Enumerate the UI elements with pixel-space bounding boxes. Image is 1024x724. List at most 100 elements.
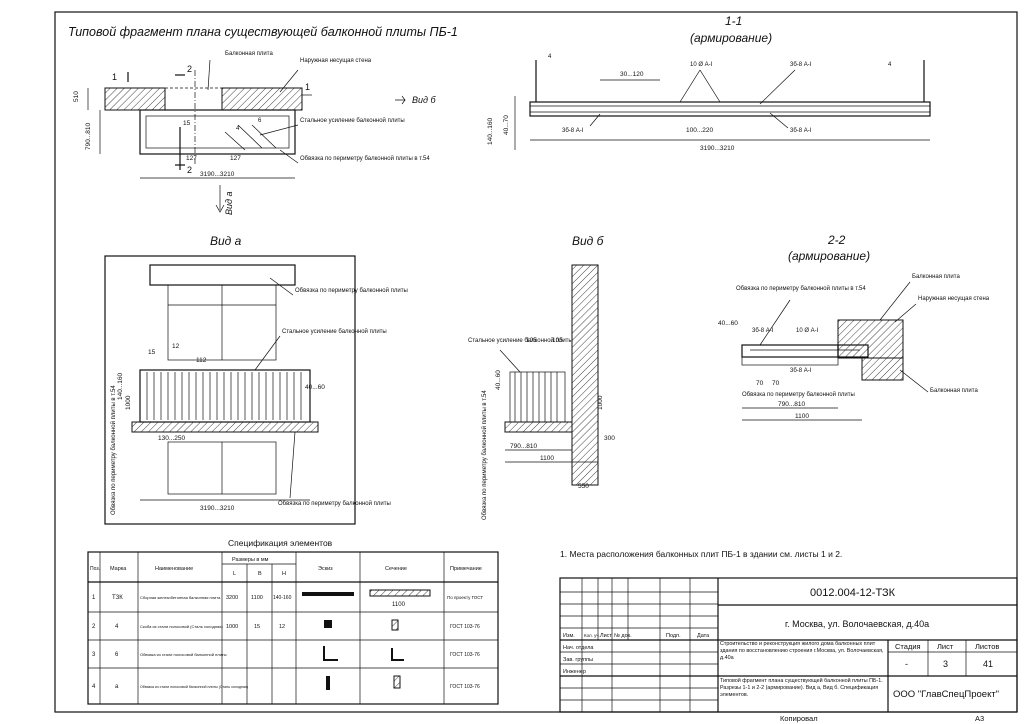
sec22-label-wall: Наружная несущая стена	[918, 296, 990, 302]
vida-label-frame-side: Обвязка по периметру балконной плиты в т…	[110, 385, 117, 515]
plan-dim-127b: 127	[230, 155, 241, 162]
sec11-dim-30-120: 30...120	[620, 71, 644, 78]
sec22-rebar-3: 3б-8 А-I	[790, 368, 812, 374]
vidb-dim-1100: 1100	[540, 455, 554, 462]
spec-cell: 2	[92, 624, 96, 630]
note-1: 1. Места расположения балконных плит ПБ-…	[560, 549, 842, 559]
vida-dim-130: 130...250	[158, 435, 185, 442]
spec-cell: 1100	[392, 602, 406, 608]
format-label: А3	[975, 714, 984, 723]
copied-label: Копировал	[780, 714, 818, 723]
vida-title: Вид а	[210, 234, 242, 248]
stamp-desc2: Типовой фрагмент плана существующей балк…	[720, 678, 883, 698]
sec22-rebar-1: 3б-8 А-I	[752, 328, 774, 334]
stamp-sheet-h: Лист	[937, 642, 954, 651]
plan-title: Типовой фрагмент плана существующей балк…	[68, 25, 458, 39]
sec22-dim-790: 790...810	[778, 401, 805, 408]
spec-cell: Сборная железобетонная балконная плита	[140, 595, 221, 600]
vida-label-frame-top: Обвязка по периметру балконной плиты	[295, 287, 408, 294]
plan-label-clips: Стальное усиление балконной плиты	[300, 117, 405, 124]
stamp-code: 0012.004-12-ТЗК	[810, 587, 896, 599]
spec-cell: 3	[92, 652, 96, 658]
sec11-dim-40-70: 40...70	[503, 115, 510, 135]
spec-cell: 1	[92, 595, 96, 601]
spec-title: Спецификация элементов	[228, 538, 333, 548]
title-block: 0012.004-12-ТЗК г. Москва, ул. Волочаевс…	[559, 577, 1018, 713]
balustrade-bars	[146, 372, 302, 420]
sec22-title: 2-2	[827, 233, 846, 247]
sec11-rebar-bot2: 3б-8 А-I	[790, 128, 812, 134]
spec-cell: ГОСТ 103-76	[450, 652, 480, 658]
section-1-1: 1-1 (армирование) 4 4 3190...3210 30...1…	[487, 14, 931, 152]
sec22-label-frame2: Обвязка по периметру балконной плиты	[742, 391, 855, 398]
stamp-sheets-h: Листов	[975, 642, 999, 651]
spec-h-h: H	[282, 571, 286, 577]
plan-mark-4: 4	[236, 126, 240, 132]
stamp-h-list: Лист	[600, 633, 612, 639]
stamp-sheets: 41	[983, 659, 993, 669]
spec-h-pos: Поз.	[90, 566, 100, 572]
sec11-rebar-top2: 3б-8 А-I	[790, 62, 812, 68]
spec-h-name: Наименование	[155, 566, 193, 572]
stamp-role-1: Нач. отдела	[563, 645, 594, 651]
plan-mark-2a: 2	[187, 64, 192, 74]
sec11-mark-4b: 4	[888, 62, 892, 68]
plan-dim-3190: 3190...3210	[200, 171, 235, 178]
plan-view-b-ref: Вид б	[412, 95, 436, 105]
vida-dim-12: 12	[172, 343, 180, 350]
vidb-bars	[514, 372, 558, 422]
spec-h-note: Примечание	[450, 566, 482, 572]
vidb-label-clips: Стальное усиление балконной плиты	[468, 337, 573, 344]
sec22-label-slab: Балконная плита	[912, 274, 960, 280]
vida-dim-3190: 3190...3210	[200, 505, 235, 512]
sec22-dim-70b: 70	[772, 380, 780, 387]
vidb-dim-790: 790...810	[510, 443, 537, 450]
vidb-dim-550: 550	[578, 483, 589, 490]
stamp-role-2: Зав. группы	[563, 657, 593, 663]
plan-dim-15: 15	[183, 120, 191, 127]
spec-h-b: B	[258, 571, 262, 577]
spec-cell: 1100	[251, 595, 263, 601]
stamp-role-3: Инженер	[563, 669, 586, 675]
section-2-2: 2-2 (армирование) 3б-8 А-I 10 Ø А-I 3б-8…	[718, 233, 990, 421]
sec22-label-slab2: Балконная плита	[930, 388, 978, 394]
spec-cell: По проекту ГОСТ	[447, 595, 483, 600]
spec-h-size: Размеры в мм	[232, 557, 269, 563]
stamp-company: ООО "ГлавСпецПроект"	[893, 689, 999, 700]
stamp-address: г. Москва, ул. Волочаевская, д.40а	[785, 619, 929, 629]
vidb-dim-105b: 105	[552, 337, 563, 344]
sec22-dim-70a: 70	[756, 380, 764, 387]
spec-cell: 3200	[226, 595, 238, 601]
plan-mark-1b: 1	[305, 82, 310, 92]
plan-label-wall: Наружная несущая стена	[300, 58, 372, 64]
spec-cell: ТЗК	[112, 595, 123, 601]
sec11-title: 1-1	[725, 14, 742, 28]
sec22-dim-1100: 1100	[795, 413, 809, 420]
plan-fragment: Типовой фрагмент плана существующей балк…	[68, 25, 458, 215]
sec11-rebar-top: 10 Ø А-I	[690, 62, 713, 68]
vida-dim-40: 40...60	[305, 384, 325, 391]
spec-cell: 4	[92, 684, 96, 690]
plan-mark-1a: 1	[112, 72, 117, 82]
spec-cell: 4	[115, 624, 119, 630]
stamp-h-doc: № док.	[614, 633, 632, 639]
spec-cell: 15	[254, 624, 260, 630]
sec11-rebar-bot1: 3б-8 А-I	[562, 128, 584, 134]
vidb-dim-300: 300	[604, 435, 615, 442]
spec-cell: ГОСТ 103-76	[450, 684, 480, 690]
sec11-dim-3190: 3190...3210	[700, 145, 735, 152]
spec-h-l: L	[233, 571, 236, 577]
stamp-stage: -	[905, 659, 908, 669]
table-row: 1 ТЗК Сборная железобетонная балконная п…	[92, 589, 483, 608]
stamp-h-kol: Кол. уч.	[584, 633, 600, 638]
vida-dim-1000: 1000	[125, 395, 132, 410]
vidb-title: Вид б	[572, 234, 605, 248]
spec-h-sketch: Эскиз	[318, 566, 333, 572]
sec11-dim-140-160: 140...160	[487, 118, 494, 145]
plan-dim-127a: 127	[186, 155, 197, 162]
vida-dim-15: 15	[148, 349, 156, 356]
plan-label-frame: Обвязка по периметру балконной плиты в т…	[300, 155, 430, 162]
plan-view-a-ref: Вид а	[224, 192, 234, 216]
plan-mark-2b: 2	[187, 165, 192, 175]
table-row: 4 а Обвязка из стали полосовой балконной…	[92, 675, 480, 690]
